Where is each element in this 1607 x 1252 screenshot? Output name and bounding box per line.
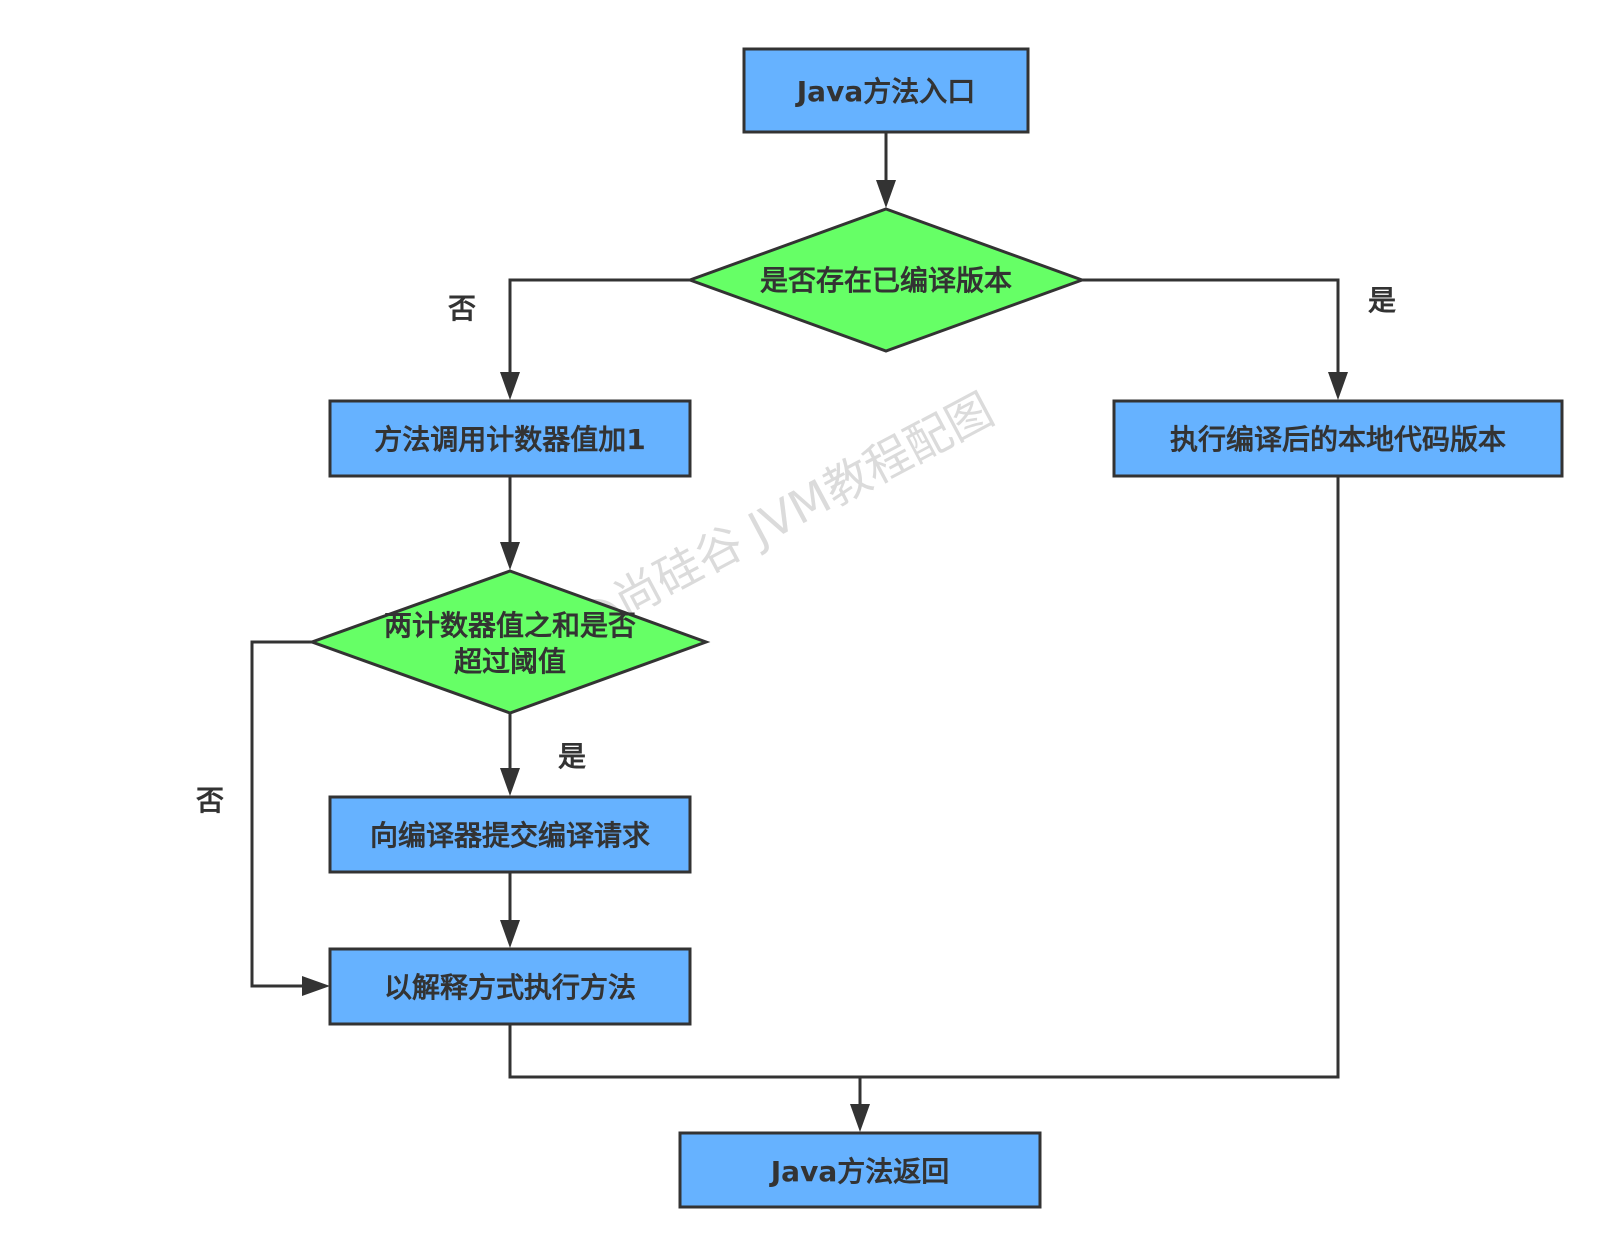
arrowhead-check-yes-to-native [1328,372,1348,400]
edge-threshold-no-to-interpret [250,640,312,988]
arrowhead-entry-to-check [876,180,896,208]
edge-native-to-return [860,476,1340,1079]
edge-check-yes-to-native [1082,278,1340,372]
node-submit-compile: 向编译器提交编译请求 [328,795,692,874]
node-run-native-label: 执行编译后的本地代码版本 [1170,423,1506,456]
arrowhead-check-no-to-increment [500,372,520,400]
label-threshold-yes: 是 [558,740,586,773]
node-java-entry-label: Java方法入口 [795,75,975,108]
node-java-entry: Java方法入口 [742,47,1030,134]
decision-threshold-label-line1: 两计数器值之和是否 [384,609,636,642]
arrowhead-to-return [850,1104,870,1132]
node-increment-counter-label: 方法调用计数器值加1 [374,423,645,456]
decision-has-compiled-label: 是否存在已编译版本 [760,264,1012,297]
node-interpret: 以解释方式执行方法 [328,947,692,1026]
edges [250,133,1348,1132]
decision-threshold-label-line2: 超过阈值 [454,645,566,678]
arrowhead-increment-to-threshold [500,542,520,570]
decision-threshold: 两计数器值之和是否 超过阈值 [307,569,711,715]
arrowhead-threshold-no-to-interpret [302,976,330,996]
node-java-return: Java方法返回 [678,1131,1042,1209]
node-interpret-label: 以解释方式执行方法 [384,971,636,1004]
edge-check-no-to-increment [508,278,690,372]
label-check-no: 否 [448,292,476,325]
decision-has-compiled: 是否存在已编译版本 [685,207,1087,353]
label-threshold-no: 否 [196,784,224,817]
node-java-return-label: Java方法返回 [769,1155,949,1188]
arrowhead-submit-to-interpret [500,920,520,948]
node-run-native: 执行编译后的本地代码版本 [1112,399,1564,478]
edge-interpret-to-return [508,1024,862,1104]
node-increment-counter: 方法调用计数器值加1 [328,399,692,478]
arrowhead-threshold-yes-to-submit [500,768,520,796]
label-check-yes: 是 [1368,284,1396,317]
node-submit-compile-label: 向编译器提交编译请求 [370,819,650,852]
